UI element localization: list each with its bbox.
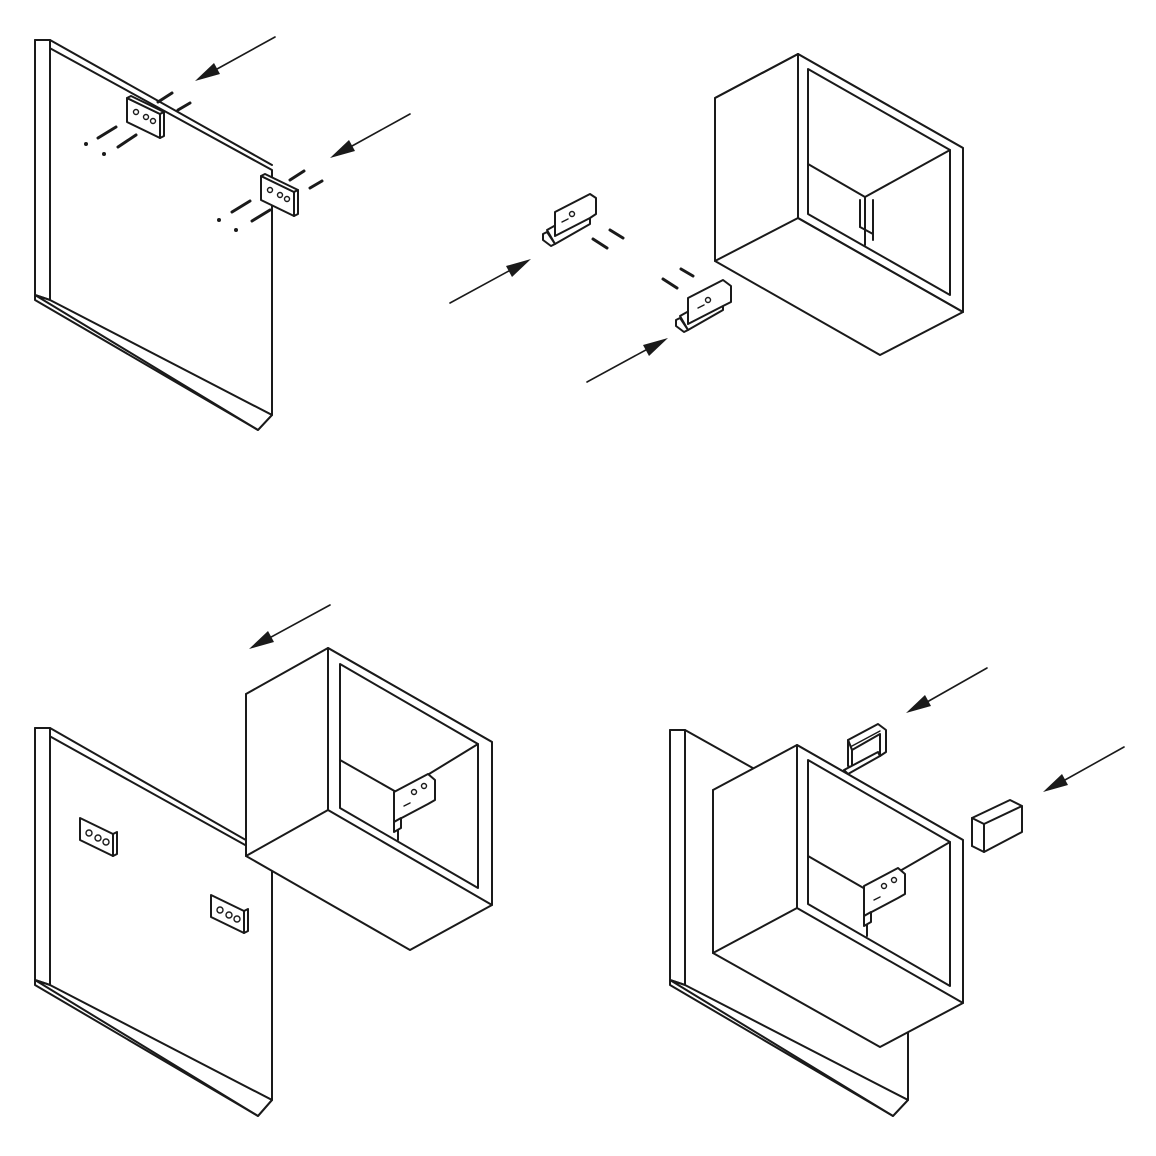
step-4-cover-cap xyxy=(971,799,1023,853)
step-3-bracket-lower xyxy=(210,894,249,934)
arrow-icon xyxy=(586,338,668,383)
arrow-icon xyxy=(1043,746,1125,792)
arrow-icon xyxy=(330,113,411,158)
screw-icon xyxy=(250,208,272,223)
step-2-box xyxy=(714,53,964,356)
step-3-hanging-bracket xyxy=(393,773,436,833)
step-1-upper-bracket xyxy=(126,95,165,139)
step-1-panel xyxy=(34,39,273,431)
step-4-top-clip xyxy=(843,723,887,775)
step-1-screws xyxy=(84,91,324,232)
arrow-icon xyxy=(195,36,276,81)
screw-icon xyxy=(116,133,138,149)
arrow-icon xyxy=(449,259,531,304)
step-2-hanging-bracket-upper xyxy=(542,193,597,247)
screw-icon xyxy=(679,267,695,278)
screw-icon xyxy=(661,277,679,290)
step-4-hanging-bracket xyxy=(863,867,906,927)
screw-icon xyxy=(288,169,306,182)
arrow-icon xyxy=(249,604,331,649)
step-3-panel xyxy=(34,727,273,1117)
step-2-screws xyxy=(591,228,695,290)
step-3-bracket-upper xyxy=(79,817,118,857)
step-2-hanging-bracket-lower xyxy=(675,279,732,333)
screw-icon xyxy=(308,179,324,190)
screw-icon xyxy=(230,199,252,214)
step-3-box xyxy=(245,647,493,951)
screw-icon xyxy=(96,125,118,140)
screw-icon xyxy=(608,228,625,240)
arrow-icon xyxy=(906,667,988,713)
step-4-box xyxy=(712,744,964,1048)
screw-icon xyxy=(156,91,174,104)
step-1-lower-bracket xyxy=(260,173,299,217)
screw-icon xyxy=(176,101,192,112)
screw-icon xyxy=(591,237,609,250)
